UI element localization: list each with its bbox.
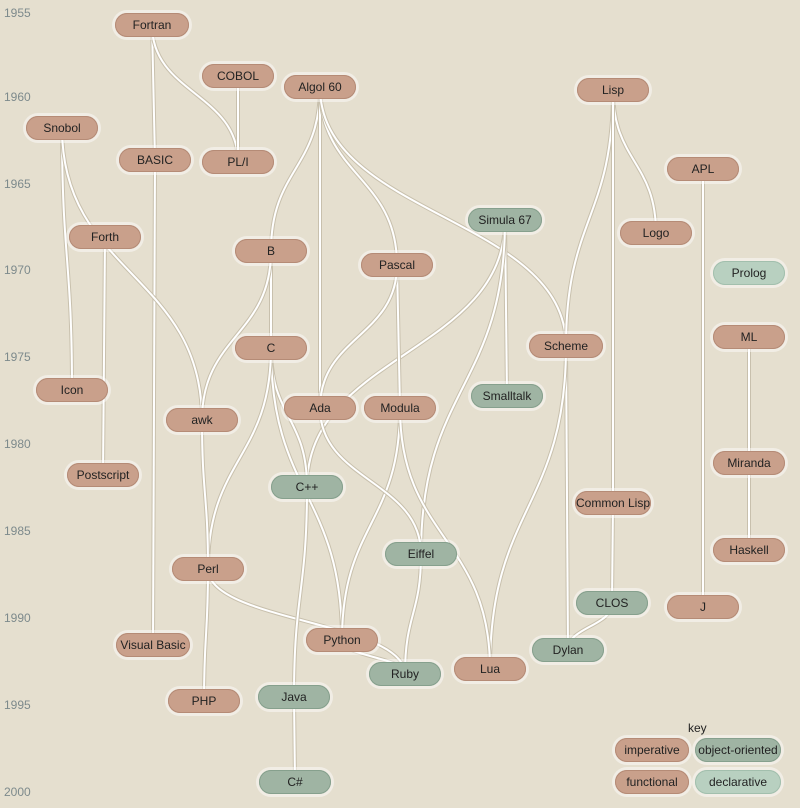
edge-highlight-c-perl: [207, 347, 272, 570]
year-label-1995: 1995: [4, 698, 31, 712]
language-node-clos: CLOS: [576, 591, 648, 615]
edge-highlight-snobol-awk: [61, 127, 203, 421]
edge-highlight-lisp-logo: [612, 89, 657, 234]
language-node-csharp: C#: [259, 770, 331, 794]
language-node-algol60: Algol 60: [284, 75, 356, 99]
year-label-1955: 1955: [4, 6, 31, 20]
key-item-object-oriented: object-oriented: [695, 738, 781, 762]
edge-highlight-perl-php: [203, 568, 209, 702]
edge-highlight-cpp-java: [293, 486, 308, 698]
year-label-1980: 1980: [4, 437, 31, 451]
edge-highlight-pascal-ada: [319, 264, 398, 409]
language-node-j: J: [667, 595, 739, 619]
edge-highlight-algol60-pascal: [319, 86, 398, 266]
language-node-visualbasic: Visual Basic: [116, 633, 190, 657]
edge-highlight-basic-visualbasic: [152, 159, 156, 646]
language-node-prolog: Prolog: [713, 261, 785, 285]
language-node-ruby: Ruby: [369, 662, 441, 686]
language-node-cobol: COBOL: [202, 64, 274, 88]
edge-highlight-commonlisp-clos: [611, 502, 614, 604]
language-node-haskell: Haskell: [713, 538, 785, 562]
language-node-lisp: Lisp: [577, 78, 649, 102]
language-node-apl: APL: [667, 157, 739, 181]
edge-highlight-snobol-icon: [61, 127, 73, 391]
language-node-eiffel: Eiffel: [385, 542, 457, 566]
language-node-fortran: Fortran: [115, 13, 189, 37]
language-node-logo: Logo: [620, 221, 692, 245]
edge-highlight-forth-postscript: [102, 236, 106, 476]
language-node-basic: BASIC: [119, 148, 191, 172]
language-node-dylan: Dylan: [532, 638, 604, 662]
language-node-pli: PL/I: [202, 150, 274, 174]
language-node-b: B: [235, 239, 307, 263]
language-node-miranda: Miranda: [713, 451, 785, 475]
key-item-functional: functional: [615, 770, 689, 794]
year-label-2000: 2000: [4, 785, 31, 799]
language-node-pascal: Pascal: [361, 253, 433, 277]
language-node-scheme: Scheme: [529, 334, 603, 358]
edge-highlight-perl-ruby: [207, 568, 406, 675]
language-node-snobol: Snobol: [26, 116, 98, 140]
language-node-perl: Perl: [172, 557, 244, 581]
language-node-modula: Modula: [364, 396, 436, 420]
year-label-1960: 1960: [4, 90, 31, 104]
language-node-postscript: Postscript: [67, 463, 139, 487]
language-node-commonlisp: Common Lisp: [575, 491, 651, 515]
language-node-cpp: C++: [271, 475, 343, 499]
edge-highlight-java-csharp: [293, 696, 296, 783]
edge-highlight-scheme-dylan: [565, 345, 569, 651]
language-node-forth: Forth: [69, 225, 141, 249]
language-node-ada: Ada: [284, 396, 356, 420]
edge-highlight-simula67-cpp: [306, 219, 506, 488]
key-item-declarative: declarative: [695, 770, 781, 794]
language-node-python: Python: [306, 628, 378, 652]
edge-highlight-simula67-eiffel: [420, 219, 506, 555]
year-label-1970: 1970: [4, 263, 31, 277]
key-item-imperative: imperative: [615, 738, 689, 762]
edge-highlight-fortran-pli: [151, 24, 239, 163]
edge-highlight-modula-python: [341, 407, 401, 641]
key-title: key: [688, 721, 707, 735]
edge-highlight-ada-eiffel: [319, 407, 422, 555]
year-label-1990: 1990: [4, 611, 31, 625]
language-node-ml: ML: [713, 325, 785, 349]
language-node-simula67: Simula 67: [468, 208, 542, 232]
edge-highlight-pascal-modula: [396, 264, 401, 409]
language-node-lua: Lua: [454, 657, 526, 681]
edge-highlight-lisp-scheme: [565, 89, 614, 347]
edge-highlight-algol60-scheme: [319, 86, 567, 347]
language-node-awk: awk: [166, 408, 238, 432]
edge-highlight-awk-perl: [201, 419, 209, 570]
language-node-c: C: [235, 336, 307, 360]
edge-highlight-algol60-b: [270, 86, 321, 252]
language-node-java: Java: [258, 685, 330, 709]
year-label-1985: 1985: [4, 524, 31, 538]
edge-highlight-eiffel-ruby: [404, 553, 422, 675]
year-label-1965: 1965: [4, 177, 31, 191]
language-node-php: PHP: [168, 689, 240, 713]
language-node-icon: Icon: [36, 378, 108, 402]
edge-highlight-fortran-basic: [151, 24, 156, 161]
year-label-1975: 1975: [4, 350, 31, 364]
edge-highlight-scheme-lua: [489, 345, 567, 670]
language-node-smalltalk: Smalltalk: [471, 384, 543, 408]
edge-highlight-modula-lua: [399, 407, 491, 670]
edge-highlight-b-awk: [201, 250, 272, 421]
